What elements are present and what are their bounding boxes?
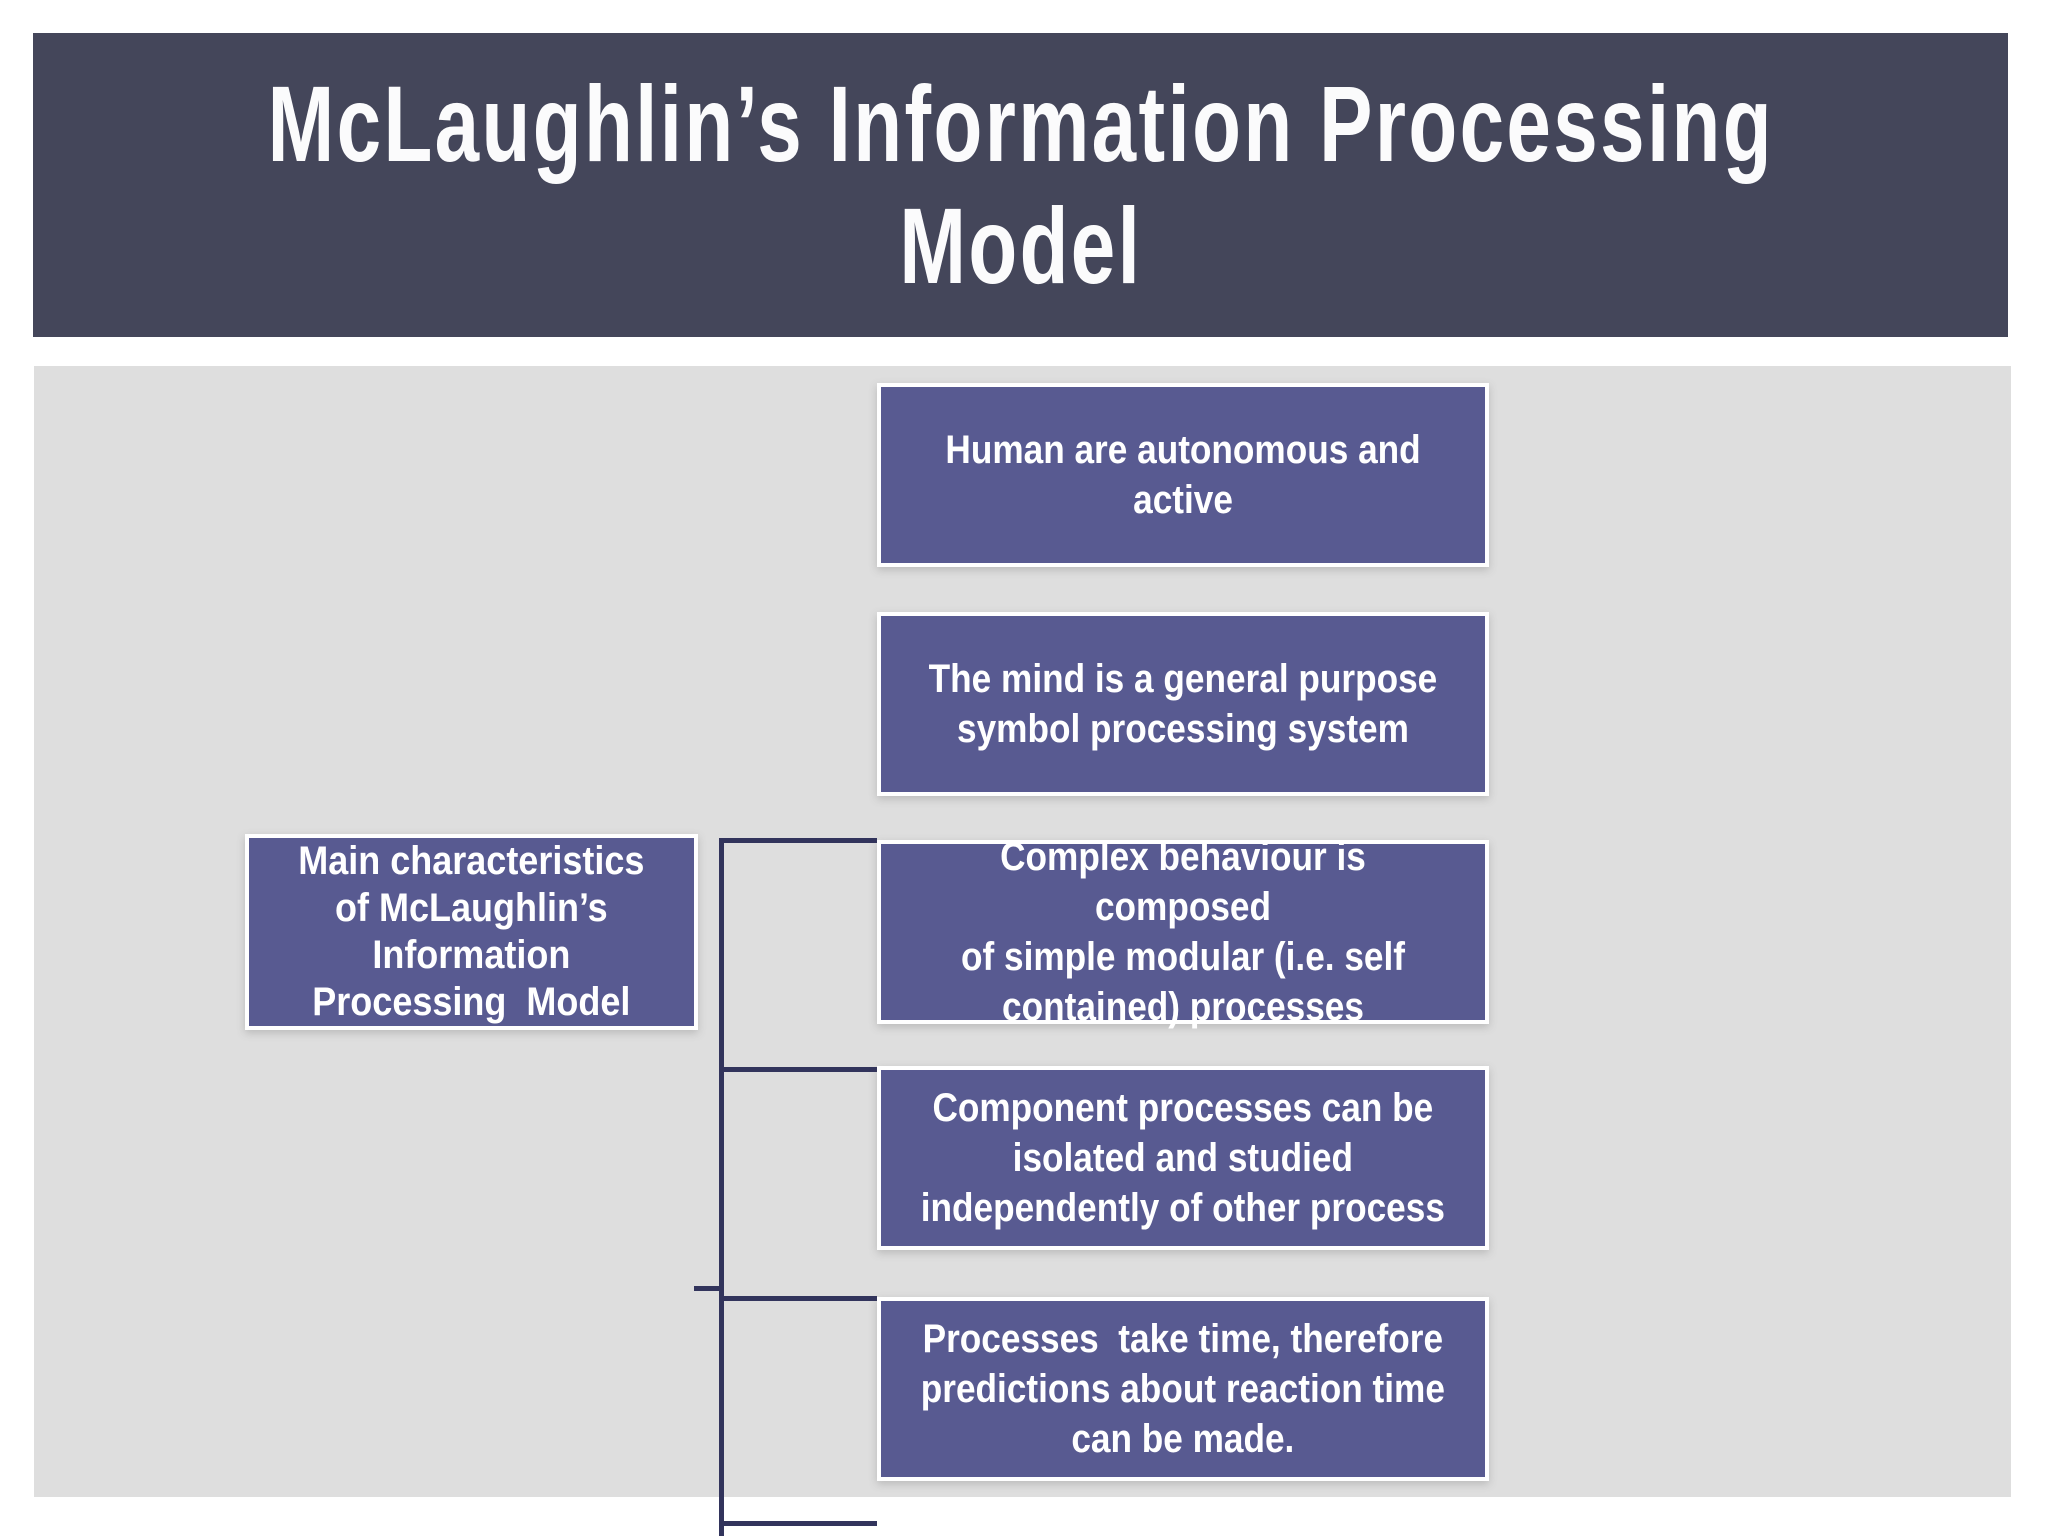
child-box-line: symbol processing system xyxy=(957,707,1409,751)
child-box-line: of simple modular (i.e. self xyxy=(960,935,1406,979)
slide-title-line-1: McLaughlin’s Information Processing xyxy=(267,62,1774,184)
connector-branch-2 xyxy=(719,1067,877,1072)
child-box-line: independently of other process xyxy=(920,1186,1446,1230)
child-box-3-text: Complex behaviour is composed of simple … xyxy=(917,832,1449,1032)
root-box: Main characteristics of McLaughlin’s Inf… xyxy=(245,834,698,1030)
connector-branch-4 xyxy=(719,1521,877,1526)
connector-branch-root xyxy=(694,1286,724,1291)
child-box-2-text: The mind is a general purpose symbol pro… xyxy=(929,654,1438,754)
child-box-5-text: Processes take time, therefore predictio… xyxy=(921,1314,1445,1464)
child-box-line: Human are autonomous and xyxy=(945,428,1421,472)
child-box-4-text: Component processes can be isolated and … xyxy=(921,1083,1445,1233)
root-box-line: of McLaughlin’s xyxy=(335,886,608,930)
slide-title: McLaughlin’s Information Processing Mode… xyxy=(267,63,1773,307)
child-box-line: isolated and studied xyxy=(1012,1136,1354,1180)
child-box-1: Human are autonomous and active xyxy=(877,383,1489,567)
connector-branch-1 xyxy=(719,838,877,843)
child-box-line: Complex behaviour is composed xyxy=(1000,835,1376,929)
child-box-line: active xyxy=(1133,478,1233,522)
slide-title-line-2: Model xyxy=(899,185,1142,306)
child-box-1-text: Human are autonomous and active xyxy=(945,425,1420,525)
slide-header: McLaughlin’s Information Processing Mode… xyxy=(33,33,2008,337)
child-box-line: Component processes can be xyxy=(932,1086,1434,1130)
root-box-line: Information xyxy=(372,933,571,977)
child-box-line: predictions about reaction time xyxy=(920,1367,1446,1411)
child-box-3: Complex behaviour is composed of simple … xyxy=(877,835,1489,1029)
child-box-2: The mind is a general purpose symbol pro… xyxy=(877,612,1489,796)
child-box-line: Processes take time, therefore xyxy=(922,1317,1444,1361)
connector-trunk xyxy=(719,838,724,1536)
root-box-text: Main characteristics of McLaughlin’s Inf… xyxy=(298,838,644,1026)
child-box-line: contained) processes xyxy=(1002,985,1364,1029)
connector-branch-3 xyxy=(719,1296,877,1301)
child-box-5: Processes take time, therefore predictio… xyxy=(877,1297,1489,1481)
diagram-area: Main characteristics of McLaughlin’s Inf… xyxy=(34,366,2011,1536)
child-box-line: The mind is a general purpose xyxy=(928,657,1438,701)
root-box-line: Main characteristics xyxy=(298,839,645,883)
root-box-line: Processing Model xyxy=(312,980,631,1024)
child-box-line: can be made. xyxy=(1071,1417,1295,1461)
child-box-4: Component processes can be isolated and … xyxy=(877,1066,1489,1250)
